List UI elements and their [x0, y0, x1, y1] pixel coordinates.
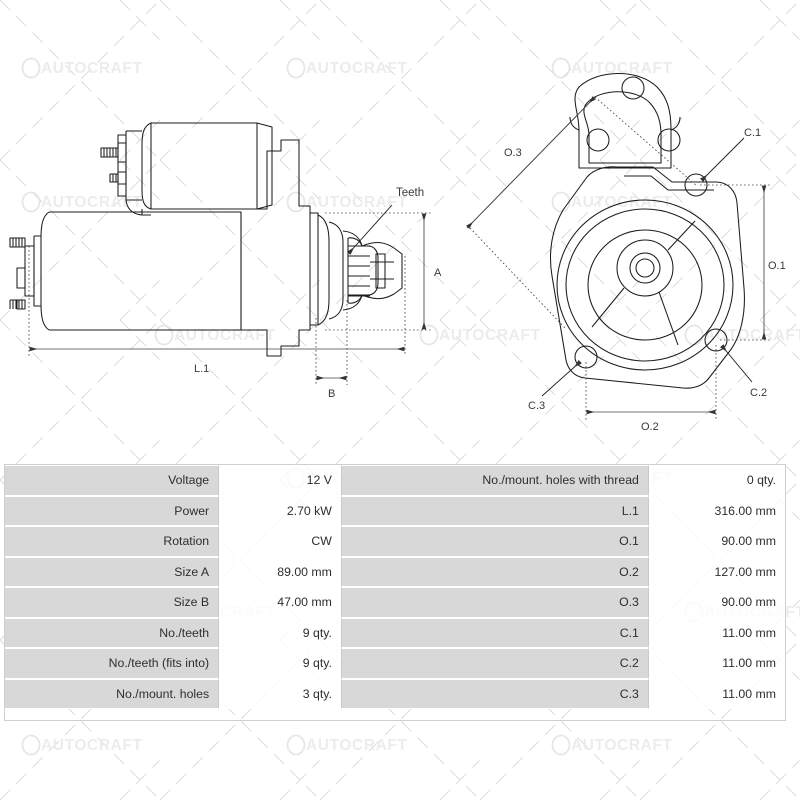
- spec-value-left: 3 qty.: [218, 678, 342, 709]
- label-size-a: A: [434, 267, 442, 279]
- dimension-l1: [28, 246, 406, 356]
- spec-value-right: 90.00 mm: [647, 526, 786, 557]
- spec-key-right: O.3: [341, 587, 648, 618]
- spec-key-left: No./mount. holes: [4, 678, 219, 709]
- dimension-o1: [700, 184, 772, 341]
- spec-value-right: 316.00 mm: [647, 495, 786, 526]
- motor-barrel: [9, 211, 242, 331]
- label-c2: C.2: [750, 387, 767, 399]
- dimension-o2: [585, 345, 717, 420]
- spec-value-left: 9 qty.: [218, 648, 342, 679]
- leader-c1: [699, 137, 745, 183]
- label-length-l1: L.1: [194, 363, 209, 375]
- spec-key-right: O.2: [341, 556, 648, 587]
- label-size-b: B: [328, 388, 335, 400]
- label-o3: O.3: [504, 147, 522, 159]
- label-o1: O.1: [768, 260, 786, 272]
- solenoid-assembly: [100, 122, 273, 216]
- spec-key-left: Size A: [4, 556, 219, 587]
- leader-c2: [719, 344, 753, 383]
- starter-motor-front-view: [466, 72, 772, 420]
- spec-key-left: Size B: [4, 587, 219, 618]
- spec-key-right: C.3: [341, 678, 648, 709]
- watermark-tile-row-6: [21, 734, 674, 756]
- label-teeth: Teeth: [396, 187, 424, 199]
- mounting-holes: [574, 173, 728, 369]
- spec-value-right: 0 qty.: [647, 465, 786, 496]
- mounting-hole-c3: [574, 345, 598, 369]
- label-c1: C.1: [744, 127, 761, 139]
- spec-value-right: 11.00 mm: [647, 648, 786, 679]
- spec-key-right: C.1: [341, 617, 648, 648]
- starter-motor-side-view: [9, 122, 432, 385]
- leader-c3: [541, 359, 582, 397]
- dimension-b: [315, 300, 348, 385]
- spec-key-left: Power: [4, 495, 219, 526]
- spec-value-left: 47.00 mm: [218, 587, 342, 618]
- spec-key-right: No./mount. holes with thread: [341, 465, 648, 496]
- spec-value-left: 12 V: [218, 465, 342, 496]
- mounting-hole-c1: [684, 173, 708, 197]
- motor-face-rings: [556, 199, 734, 371]
- spec-key-left: Voltage: [4, 465, 219, 496]
- spec-value-right: 90.00 mm: [647, 587, 786, 618]
- pinion-drive-assembly: [317, 214, 403, 326]
- spec-key-right: L.1: [341, 495, 648, 526]
- drive-housing: [240, 139, 319, 357]
- spec-value-left: 2.70 kW: [218, 495, 342, 526]
- spec-key-left: No./teeth: [4, 617, 219, 648]
- spec-value-left: CW: [218, 526, 342, 557]
- technical-drawings: Teeth A L.1 B: [9, 72, 786, 433]
- solenoid-bracket: [569, 72, 681, 169]
- label-c3: C.3: [528, 400, 545, 412]
- label-o2: O.2: [641, 421, 659, 433]
- spec-key-right: C.2: [341, 648, 648, 679]
- spec-value-right: 127.00 mm: [647, 556, 786, 587]
- spec-key-left: No./teeth (fits into): [4, 648, 219, 679]
- spec-key-left: Rotation: [4, 526, 219, 557]
- spec-key-right: O.1: [341, 526, 648, 557]
- spec-value-left: 89.00 mm: [218, 556, 342, 587]
- spec-value-left: 9 qty.: [218, 617, 342, 648]
- dimension-o3: [466, 96, 698, 330]
- spec-value-right: 11.00 mm: [647, 678, 786, 709]
- spec-value-right: 11.00 mm: [647, 617, 786, 648]
